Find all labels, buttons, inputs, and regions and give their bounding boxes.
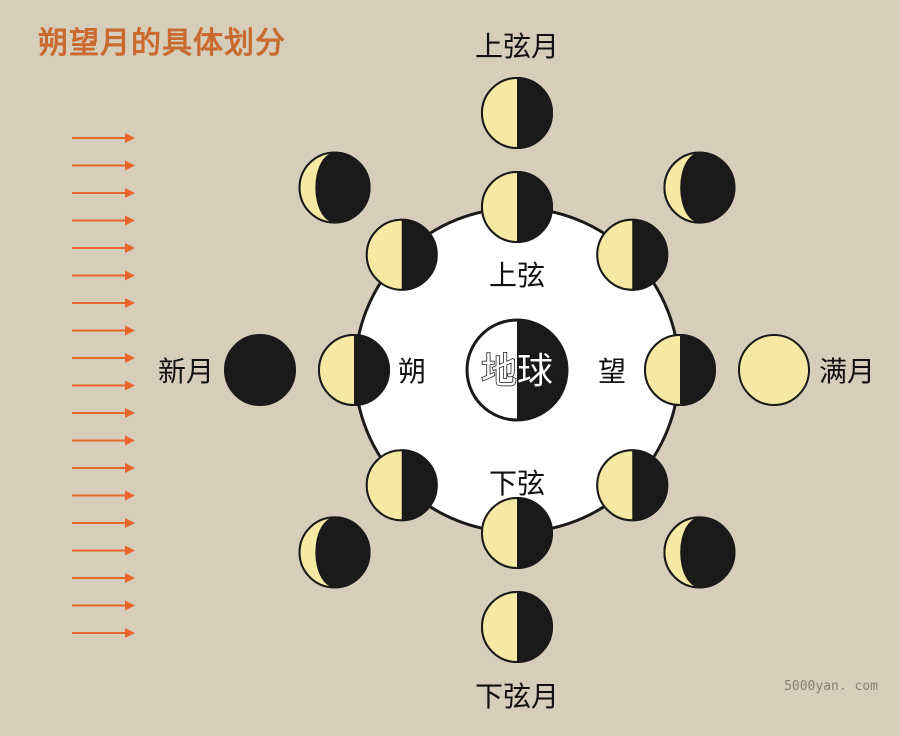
label-new-moon-phase: 新月 <box>158 355 214 388</box>
orbit-moon-top-right <box>596 218 669 291</box>
orbit-moon-left <box>318 334 390 406</box>
orbit-moon-top <box>481 171 553 243</box>
label-first-quarter-phase: 上弦月 <box>475 30 559 63</box>
earth: 地球 <box>465 318 569 422</box>
watermark: 5000yan. com <box>784 679 878 694</box>
orbit-moon-right <box>644 334 716 406</box>
label-full-side-orbit: 望 <box>598 355 626 388</box>
sunlight-arrows <box>72 133 135 638</box>
orbit-moon-bottom-right <box>596 449 669 522</box>
earth-night-side <box>517 320 567 420</box>
label-first-quarter-orbit: 上弦 <box>489 259 545 292</box>
orbit-moons <box>318 171 716 569</box>
phase-moon-new <box>224 334 296 406</box>
phase-moon-waning-gibbous <box>663 516 736 589</box>
earth-label: 地球 <box>481 351 553 392</box>
phase-moon-first-quarter <box>481 77 553 149</box>
labels: 上弦月 下弦月 新月 满月 上弦 下弦 朔 望 <box>158 30 875 713</box>
phase-moon-waning-crescent <box>298 516 371 589</box>
phase-moons <box>224 77 810 663</box>
orbit-moon-top-left <box>365 218 438 291</box>
orbit-moon-bottom-left <box>365 449 438 522</box>
phase-moon-waxing-crescent <box>298 151 371 224</box>
phase-moon-third-quarter <box>481 591 553 663</box>
label-third-quarter-orbit: 下弦 <box>489 467 545 500</box>
label-full-moon-phase: 满月 <box>819 355 875 388</box>
diagram-title: 朔望月的具体划分 <box>38 26 286 61</box>
orbit-moon-bottom <box>481 497 553 569</box>
label-third-quarter-phase: 下弦月 <box>475 680 559 713</box>
phase-moon-waxing-gibbous <box>663 151 736 224</box>
label-new-side-orbit: 朔 <box>398 355 426 388</box>
phase-moon-full <box>738 334 810 406</box>
